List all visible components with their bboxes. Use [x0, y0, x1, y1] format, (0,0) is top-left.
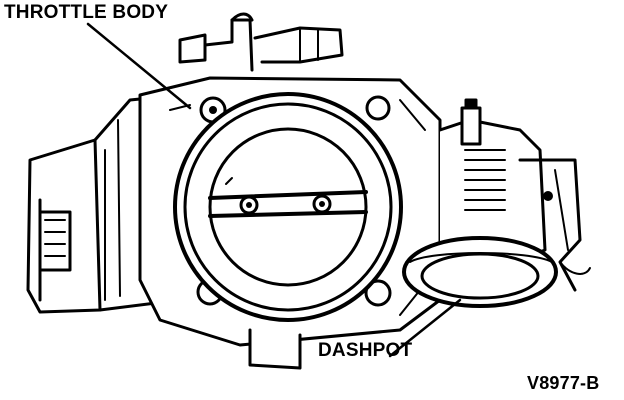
- leader-lines: [86, 22, 462, 358]
- throttle-bore: [173, 92, 403, 322]
- figure-code-label: V8977-B: [527, 373, 600, 393]
- upper-ports: [178, 12, 344, 72]
- throttle-body-leader: [86, 22, 192, 110]
- dashpot-leader: [388, 298, 462, 358]
- throttle-body-label: THROTTLE BODY: [4, 2, 169, 23]
- throttle-linkage: [438, 98, 591, 292]
- dashpot-label: DASHPOT: [318, 340, 413, 361]
- dashpot-illustration: [402, 236, 558, 308]
